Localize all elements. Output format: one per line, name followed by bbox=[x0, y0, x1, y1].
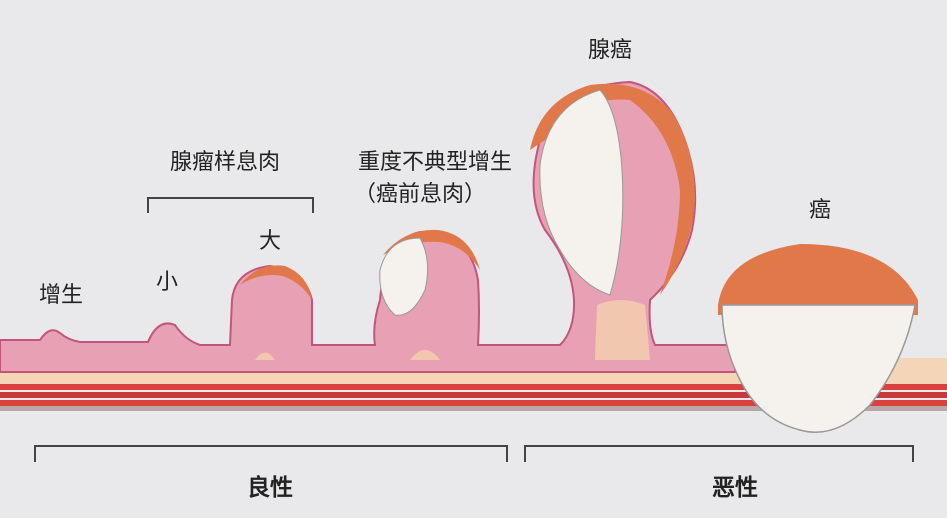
label-benign: 良性 bbox=[247, 475, 293, 501]
label-cancer: 癌 bbox=[808, 198, 832, 223]
adenocarcinoma-white-mass bbox=[539, 89, 624, 296]
muscle-band-3 bbox=[0, 400, 947, 406]
carcinoma-white-mass bbox=[721, 304, 916, 433]
label-precancerous-polyp: （癌前息肉） bbox=[353, 182, 487, 207]
muscle-band-1 bbox=[0, 384, 947, 390]
dysplasia-white-mass bbox=[379, 237, 429, 316]
malignant-bracket bbox=[524, 445, 914, 462]
label-severe-dysplasia: 重度不典型增生 bbox=[357, 150, 513, 175]
label-hyperplasia: 增生 bbox=[38, 283, 84, 308]
label-adenomatous-polyp: 腺瘤样息肉 bbox=[169, 150, 281, 175]
adenoma-bracket bbox=[147, 197, 314, 213]
carcinoma-crust bbox=[718, 244, 918, 315]
benign-bracket bbox=[34, 445, 508, 462]
label-malignant: 恶性 bbox=[712, 475, 758, 501]
small-polyp-core bbox=[255, 352, 275, 360]
label-adenocarcinoma: 腺癌 bbox=[587, 38, 633, 63]
serosa-line bbox=[0, 406, 947, 411]
polyp-stalk bbox=[595, 300, 650, 360]
dysplasia-polyp-core bbox=[410, 350, 440, 360]
label-small: 小 bbox=[155, 270, 179, 295]
muscle-band-2 bbox=[0, 392, 947, 398]
label-large: 大 bbox=[258, 229, 282, 254]
large-adenoma-crust bbox=[240, 265, 312, 300]
